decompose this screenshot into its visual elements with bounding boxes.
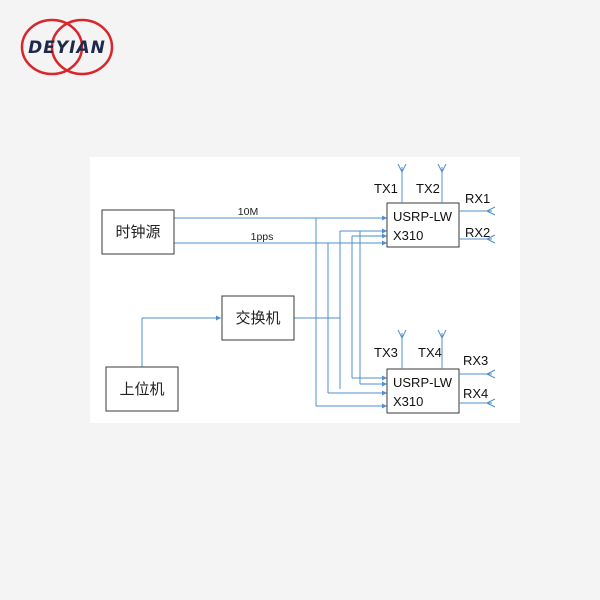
port-label-rx3: RX3 — [463, 353, 488, 368]
signal-label-1pps: 1pps — [251, 231, 274, 243]
usrp1-model-label: USRP-LW — [393, 209, 453, 224]
logo-text: DEYIAN — [28, 38, 106, 58]
connection-wires — [141, 215, 387, 409]
tx1-antenna-icon — [397, 163, 407, 203]
rx2-antenna-icon — [459, 234, 496, 244]
system-block-diagram: 10M 1pps 时钟源 交换机 上位机 USRP-LW X310 USRP-L… — [90, 157, 520, 423]
clock-source-node: 时钟源 — [101, 209, 175, 255]
usrp-device-1: USRP-LW X310 — [386, 202, 460, 248]
usrp2-submodel-label: X310 — [393, 394, 423, 409]
rx4-antenna-icon — [459, 398, 496, 408]
rx1-antenna-icon — [459, 206, 496, 216]
switch-label: 交换机 — [235, 309, 280, 327]
port-label-tx2: TX2 — [416, 181, 440, 196]
logo-ring-left — [20, 18, 84, 76]
clock-source-label: 时钟源 — [115, 223, 160, 241]
deyian-logo: DEYIAN — [12, 14, 122, 80]
signal-label-10m: 10M — [238, 206, 258, 218]
rx3-antenna-icon — [459, 369, 496, 379]
port-label-rx4: RX4 — [463, 386, 488, 401]
port-label-rx2: RX2 — [465, 225, 490, 240]
tx2-antenna-icon — [437, 163, 447, 203]
tx3-antenna-icon — [397, 329, 407, 369]
usrp-device-2: USRP-LW X310 — [386, 368, 460, 414]
port-label-tx1: TX1 — [374, 181, 398, 196]
logo-ring-right — [50, 18, 114, 76]
usrp1-submodel-label: X310 — [393, 228, 423, 243]
port-label-tx4: TX4 — [418, 345, 442, 360]
port-label-tx3: TX3 — [374, 345, 398, 360]
tx4-antenna-icon — [437, 329, 447, 369]
port-label-rx1: RX1 — [465, 191, 490, 206]
host-pc-label: 上位机 — [119, 380, 164, 398]
usrp2-model-label: USRP-LW — [393, 375, 453, 390]
switch-node: 交换机 — [221, 295, 295, 341]
host-pc-node: 上位机 — [105, 366, 179, 412]
